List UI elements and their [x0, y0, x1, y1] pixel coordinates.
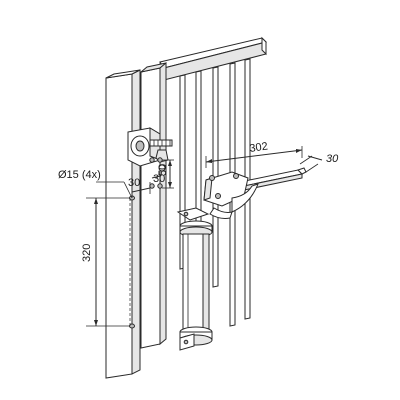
dim-label-30-stile: 30: [153, 173, 165, 185]
gate-post: [105, 69, 141, 379]
hinge-bracket: [127, 127, 173, 172]
arm-bolt-1: [209, 175, 215, 181]
dim-label-50: 50: [157, 164, 169, 176]
dim-label-302: 302: [249, 141, 269, 155]
closer-cylinder: [176, 207, 213, 351]
dim-label-30-holes: 30: [128, 177, 140, 189]
arm-bolt-3: [233, 173, 239, 179]
dim-label-320: 320: [81, 244, 93, 262]
dim-label-30-arm: 30: [326, 153, 339, 165]
dimension-labels: 302 30 50 30 30 Ø15 (4x) 320: [58, 141, 339, 262]
stile-holes: [149, 157, 163, 189]
dimension-lines: [86, 146, 323, 327]
closer-arm: [203, 167, 307, 219]
dim-label-hole-diameter: Ø15 (4x): [58, 169, 101, 181]
arm-bolt-2: [215, 193, 221, 199]
